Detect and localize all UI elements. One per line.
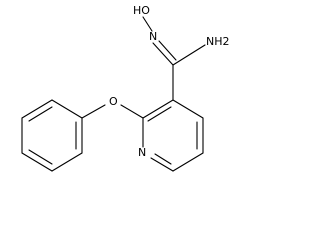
pyridine-ring: [142, 99, 204, 172]
amine-label: NH2: [206, 35, 230, 48]
bond-oxygen-phenyl: [81, 104, 106, 119]
bond-ring-oxygen: [120, 104, 144, 119]
bond-nitrogen-carbon-double-1: [152, 42, 174, 66]
phenyl-ring: [21, 99, 83, 172]
phenyl-bond-5: [21, 99, 53, 119]
ring-bond-c5-c6: [172, 152, 204, 172]
amidoxime-group: [142, 16, 206, 101]
bond-oxygen-nitrogen: [142, 16, 153, 32]
oxime-nitrogen-label: N: [149, 30, 157, 43]
ring-bond-c6-n1: [150, 157, 174, 172]
molecule-structure: HO N NH2 O N: [21, 4, 230, 172]
ring-bond-c6-n1-inner: [154, 153, 172, 165]
phenyl-bond-3: [21, 152, 53, 172]
ring-bond-c2-c3-inner: [147, 106, 172, 122]
ether-linkage: [81, 104, 144, 119]
phenyl-bond-3-inner: [28, 149, 53, 165]
ring-bond-c2-c3: [142, 99, 174, 119]
bond-carbon-amine: [172, 44, 206, 66]
ring-bond-c3-c4: [172, 99, 204, 119]
hydroxyl-label: HO: [133, 4, 150, 17]
phenyl-bond-2: [51, 152, 83, 172]
bond-nitrogen-carbon-double-2: [158, 40, 177, 61]
phenyl-bond-5-inner: [28, 106, 53, 122]
pyridine-nitrogen-label: N: [138, 146, 146, 159]
phenyl-bond-6: [51, 99, 83, 119]
ether-oxygen-label: O: [109, 95, 118, 108]
